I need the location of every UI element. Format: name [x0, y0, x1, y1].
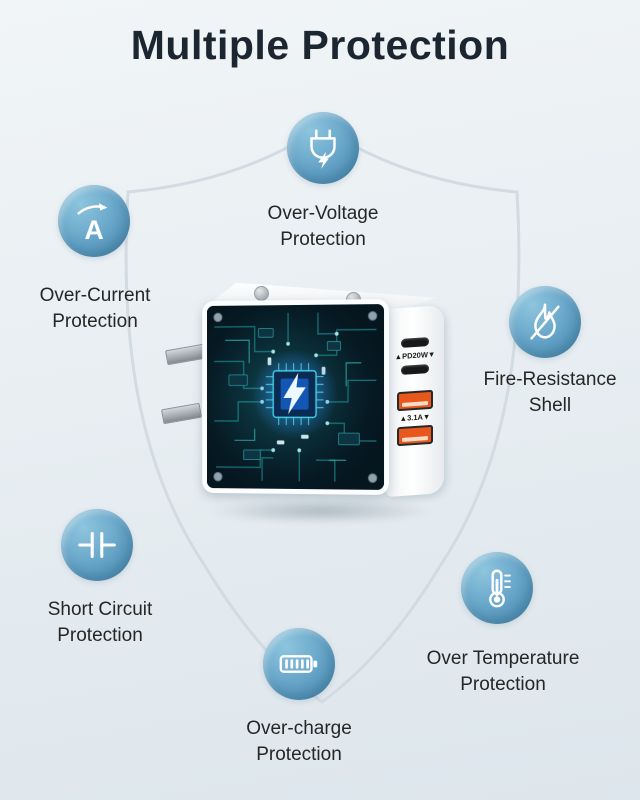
thermometer-icon: [489, 569, 511, 608]
svg-text:A: A: [84, 215, 103, 244]
over-temperature-badge: [461, 552, 533, 624]
flame-icon: [530, 303, 560, 340]
over-voltage-badge: [287, 112, 359, 184]
over-charge-badge: [263, 628, 335, 700]
battery-icon: [279, 655, 318, 673]
fire-resistance-label: Fire-Resistance Shell: [483, 369, 617, 416]
over-temperature-label: Over Temperature Protection: [426, 648, 580, 695]
capacitor-icon: [78, 531, 116, 559]
over-current-badge: A: [58, 185, 130, 257]
page-title: Multiple Protection: [130, 22, 510, 68]
over-voltage-label: Over-Voltage Protection: [267, 203, 379, 250]
fire-resistance-badge: [509, 286, 581, 358]
plug-lightning-icon: [310, 129, 336, 170]
short-circuit-label: Short Circuit Protection: [47, 599, 153, 646]
short-circuit-badge: [61, 509, 133, 581]
over-current-label: Over-Current Protection: [39, 285, 151, 332]
over-charge-label: Over-charge Protection: [246, 718, 352, 765]
ampere-arrow-icon: A: [77, 203, 108, 244]
